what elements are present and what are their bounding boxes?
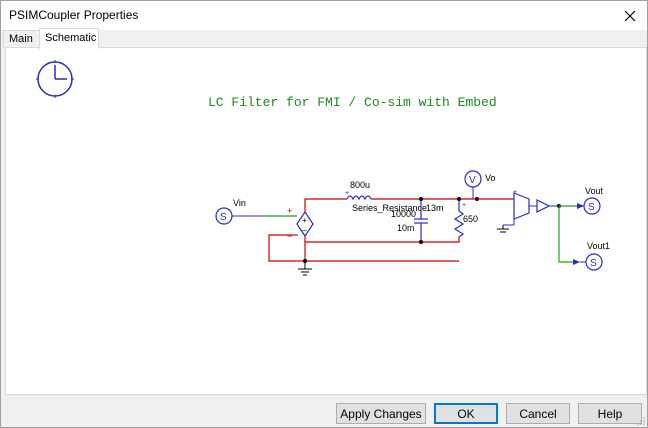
vout-port[interactable]: S bbox=[583, 197, 601, 215]
vin-source-glyph: S bbox=[220, 212, 227, 223]
schematic-title: LC Filter for FMI / Co-sim with Embed bbox=[208, 95, 497, 110]
voltage-sensor[interactable] bbox=[497, 192, 530, 233]
inductor-label: 800u bbox=[350, 180, 370, 190]
ok-button[interactable]: OK bbox=[434, 403, 498, 424]
capacitor-value: 10000 bbox=[391, 209, 416, 219]
close-icon bbox=[624, 10, 636, 21]
vin-source[interactable]: S bbox=[215, 207, 233, 225]
vcvs-minus: − bbox=[302, 226, 307, 235]
schematic-panel: LC Filter for FMI / Co-sim with Embed S … bbox=[5, 47, 647, 395]
vout1-arrow bbox=[573, 259, 580, 265]
vin-label: Vin bbox=[233, 198, 246, 208]
tab-schematic-label: Schematic bbox=[45, 32, 97, 44]
vout-label: Vout bbox=[585, 186, 604, 196]
window-title: PSIMCoupler Properties bbox=[9, 8, 139, 22]
vo-voltmeter[interactable]: V bbox=[464, 170, 482, 188]
tab-schematic[interactable]: Schematic bbox=[39, 28, 99, 49]
series-resistance-value: 13m bbox=[426, 203, 444, 213]
vout1-label: Vout1 bbox=[587, 241, 610, 251]
vout-port-glyph: S bbox=[588, 202, 595, 213]
tab-main[interactable]: Main bbox=[3, 30, 41, 48]
input-minus: − bbox=[287, 231, 292, 241]
vout-arrow bbox=[577, 203, 584, 209]
vo-label: Vo bbox=[485, 173, 496, 183]
vcvs-plus: + bbox=[302, 216, 307, 225]
schematic-canvas: LC Filter for FMI / Co-sim with Embed S … bbox=[36, 60, 610, 276]
close-button[interactable] bbox=[613, 1, 647, 30]
series-resistance-label: Series_Resistance bbox=[352, 203, 427, 213]
voltage-sensor-plus: + bbox=[513, 189, 517, 196]
resize-grip-icon[interactable] bbox=[636, 416, 646, 426]
buffer-block[interactable] bbox=[536, 199, 551, 213]
inductor[interactable] bbox=[346, 195, 372, 201]
vout1-port[interactable]: S bbox=[585, 253, 603, 271]
controlled-voltage-source[interactable]: + − bbox=[296, 210, 314, 238]
title-bar[interactable]: PSIMCoupler Properties bbox=[1, 1, 647, 30]
capacitor-esr: 10m bbox=[397, 223, 415, 233]
vout1-port-glyph: S bbox=[590, 258, 597, 269]
help-button[interactable]: Help bbox=[578, 403, 642, 424]
apply-changes-button[interactable]: Apply Changes bbox=[336, 403, 426, 424]
clock-icon bbox=[36, 60, 74, 98]
load-plus: + bbox=[462, 202, 466, 209]
ground-symbol bbox=[298, 261, 312, 276]
cancel-button[interactable]: Cancel bbox=[506, 403, 570, 424]
inductor-plus: + bbox=[345, 190, 349, 197]
dialog-button-bar: Apply Changes OK Cancel Help bbox=[1, 399, 647, 427]
load-label: 650 bbox=[463, 214, 478, 224]
tab-main-label: Main bbox=[9, 33, 33, 45]
input-plus: + bbox=[287, 206, 292, 216]
capacitor[interactable] bbox=[414, 199, 428, 239]
vo-voltmeter-glyph: V bbox=[469, 175, 476, 186]
